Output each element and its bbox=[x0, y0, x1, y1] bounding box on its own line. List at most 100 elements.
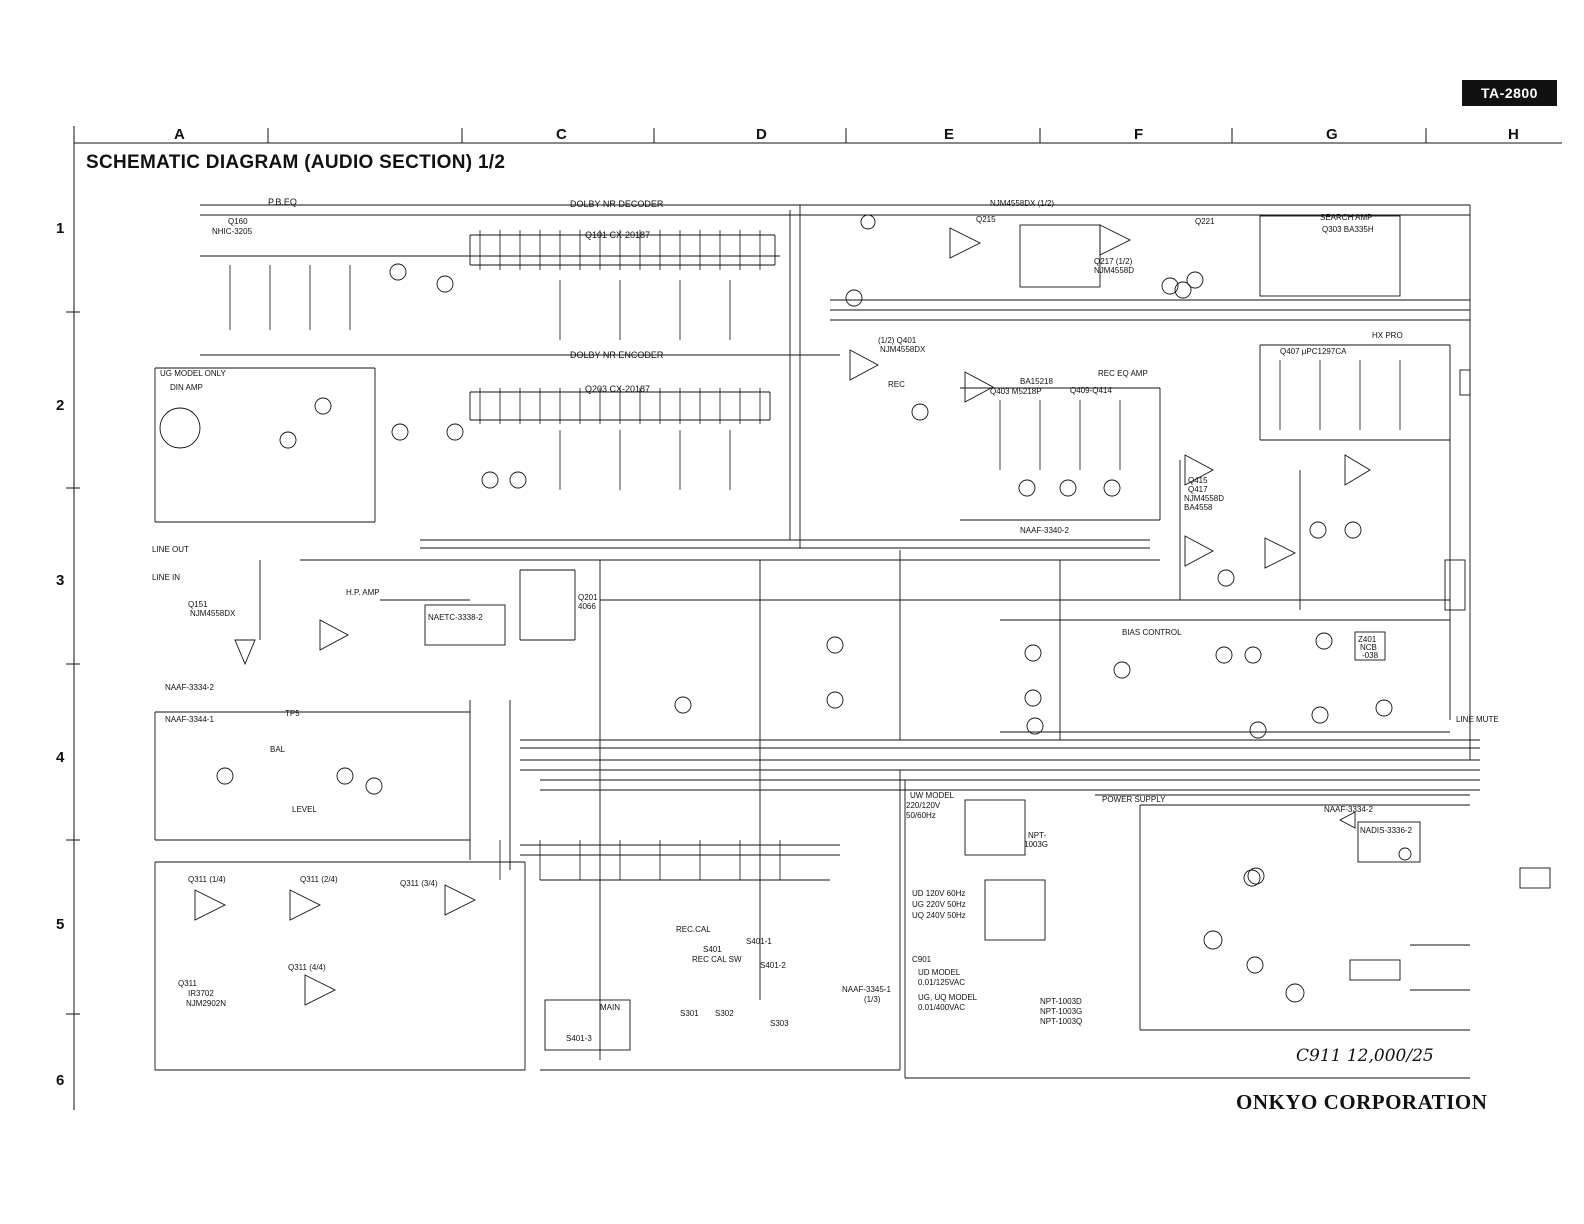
label-q415: Q415 bbox=[1188, 476, 1208, 485]
label-q201: Q201 bbox=[578, 593, 598, 602]
label-q203: Q203 CX-20187 bbox=[585, 384, 650, 394]
wiring bbox=[154, 204, 1480, 1079]
label-npt-list-3: NPT-1003Q bbox=[1040, 1017, 1082, 1026]
column-label-d: D bbox=[756, 126, 767, 143]
label-q311-part1: IR3702 bbox=[188, 989, 214, 998]
label-naaf-3334-2: NAAF-3334-2 bbox=[165, 683, 214, 692]
label-q215: Q215 bbox=[976, 215, 996, 224]
label-naaf-3345-frac: (1/3) bbox=[864, 995, 881, 1004]
components bbox=[159, 214, 1551, 1051]
column-label-h: H bbox=[1508, 126, 1519, 143]
label-s401: S401 bbox=[703, 945, 722, 954]
label-rec: REC bbox=[888, 380, 905, 389]
label-search-amp: SEARCH AMP bbox=[1320, 213, 1372, 222]
label-q160-part: NHIC-3205 bbox=[212, 227, 253, 236]
row-label-5: 5 bbox=[56, 916, 65, 933]
label-q311: Q311 bbox=[178, 979, 198, 988]
label-q311-4: Q311 (4/4) bbox=[288, 963, 326, 972]
label-uw-model: UW MODEL bbox=[910, 791, 955, 800]
label-ud-line-1: UD 120V 60Hz bbox=[912, 889, 965, 898]
label-ba15218: BA15218 bbox=[1020, 377, 1053, 386]
row-label-2: 2 bbox=[56, 397, 65, 414]
label-naaf-3340-2: NAAF-3340-2 bbox=[1020, 526, 1069, 535]
label-q407: Q407 μPC1297CA bbox=[1280, 347, 1347, 356]
label-s302: S302 bbox=[715, 1009, 734, 1018]
label-s301: S301 bbox=[680, 1009, 699, 1018]
page-title: SCHEMATIC DIAGRAM (AUDIO SECTION) 1/2 bbox=[86, 152, 506, 173]
label-q201-part: 4066 bbox=[578, 602, 596, 611]
label-q217: Q217 (1/2) bbox=[1094, 257, 1133, 266]
label-main: MAIN bbox=[600, 1003, 620, 1012]
handwritten-note: C911 12,000/25 bbox=[1296, 1046, 1434, 1066]
label-q417: Q417 bbox=[1188, 485, 1208, 494]
label-rec-eq-amp: REC EQ AMP bbox=[1098, 369, 1148, 378]
label-q221: Q221 bbox=[1195, 217, 1215, 226]
row-label-3: 3 bbox=[56, 572, 65, 589]
label-q415-part: NJM4558D bbox=[1184, 494, 1224, 503]
column-label-c: C bbox=[556, 126, 567, 143]
label-q151: Q151 bbox=[188, 600, 208, 609]
label-bias-control: BIAS CONTROL bbox=[1122, 628, 1182, 637]
frame-lines bbox=[66, 126, 1562, 1110]
label-q311-part2: NJM2902N bbox=[186, 999, 226, 1008]
label-hx-pro: HX PRO bbox=[1372, 331, 1403, 340]
label-dolby-decoder: DOLBY NR DECODER bbox=[570, 199, 664, 209]
label-uw-voltage: 220/120V bbox=[906, 801, 941, 810]
label-naaf-3334-2b: NAAF-3334-2 bbox=[1324, 805, 1373, 814]
label-npt-no: 1003G bbox=[1024, 840, 1048, 849]
label-q101: Q101 CX-20187 bbox=[585, 230, 650, 240]
label-s401-sw: REC CAL SW bbox=[692, 955, 742, 964]
label-c901-ud: UD MODEL bbox=[918, 968, 961, 977]
label-bal: BAL bbox=[270, 745, 286, 754]
label-q311-1: Q311 (1/4) bbox=[188, 875, 226, 884]
label-c901-ug-val: 0.01/400VAC bbox=[918, 1003, 965, 1012]
label-naaf-3344-1: NAAF-3344-1 bbox=[165, 715, 214, 724]
label-power-supply: POWER SUPPLY bbox=[1102, 795, 1166, 804]
label-ba4558: BA4558 bbox=[1184, 503, 1213, 512]
label-din-amp: DIN AMP bbox=[170, 383, 203, 392]
label-level: LEVEL bbox=[292, 805, 317, 814]
label-line-mute: LINE MUTE bbox=[1456, 715, 1499, 724]
label-npt-list-1: NPT-1003D bbox=[1040, 997, 1082, 1006]
label-c901: C901 bbox=[912, 955, 932, 964]
label-rec-cal: REC.CAL bbox=[676, 925, 711, 934]
label-q403: Q403 M5218P bbox=[990, 387, 1042, 396]
model-badge: TA-2800 bbox=[1462, 80, 1557, 106]
label-npt-list-2: NPT-1003G bbox=[1040, 1007, 1082, 1016]
label-naaf-3345-1: NAAF-3345-1 bbox=[842, 985, 891, 994]
label-nadis: NADIS-3336-2 bbox=[1360, 826, 1413, 835]
row-label-6: 6 bbox=[56, 1072, 65, 1089]
pin-ticks bbox=[229, 230, 1401, 880]
label-q217-part: NJM4558D bbox=[1094, 266, 1134, 275]
label-uw-freq: 50/60Hz bbox=[906, 811, 936, 820]
label-q160: Q160 bbox=[228, 217, 248, 226]
corporation-name: ONKYO CORPORATION bbox=[1236, 1090, 1488, 1114]
label-ug-model: UG MODEL ONLY bbox=[160, 369, 226, 378]
label-q401-part: NJM4558DX bbox=[880, 345, 926, 354]
label-ud-line-3: UQ 240V 50Hz bbox=[912, 911, 966, 920]
label-z401: Z401 bbox=[1358, 635, 1377, 644]
label-ud-line-2: UG 220V 50Hz bbox=[912, 900, 966, 909]
label-hp-amp: H.P. AMP bbox=[346, 588, 380, 597]
label-q409-q414: Q409-Q414 bbox=[1070, 386, 1112, 395]
column-label-g: G bbox=[1326, 126, 1338, 143]
column-label-f: F bbox=[1134, 126, 1144, 143]
label-q311-2: Q311 (2/4) bbox=[300, 875, 338, 884]
label-q151-part: NJM4558DX bbox=[190, 609, 236, 618]
label-s401-2: S401-2 bbox=[760, 961, 786, 970]
label-tp5: TP5 bbox=[285, 709, 300, 718]
label-s401-1: S401-1 bbox=[746, 937, 772, 946]
label-line-in: LINE IN bbox=[152, 573, 180, 582]
label-c901-ud-val: 0.01/125VAC bbox=[918, 978, 965, 987]
block-labels: P.B.EQ DOLBY NR DECODER DOLBY NR ENCODER… bbox=[152, 197, 1499, 1043]
label-s401-3: S401-3 bbox=[566, 1034, 592, 1043]
label-npt: NPT- bbox=[1028, 831, 1047, 840]
label-q311-3: Q311 (3/4) bbox=[400, 879, 438, 888]
label-njm4558dx-half: NJM4558DX (1/2) bbox=[990, 199, 1054, 208]
label-q303: Q303 BA335H bbox=[1322, 225, 1374, 234]
row-label-4: 4 bbox=[56, 749, 65, 766]
label-naetc-3338-2: NAETC-3338-2 bbox=[428, 613, 483, 622]
label-dolby-encoder: DOLBY NR ENCODER bbox=[570, 350, 664, 360]
label-q401: (1/2) Q401 bbox=[878, 336, 917, 345]
